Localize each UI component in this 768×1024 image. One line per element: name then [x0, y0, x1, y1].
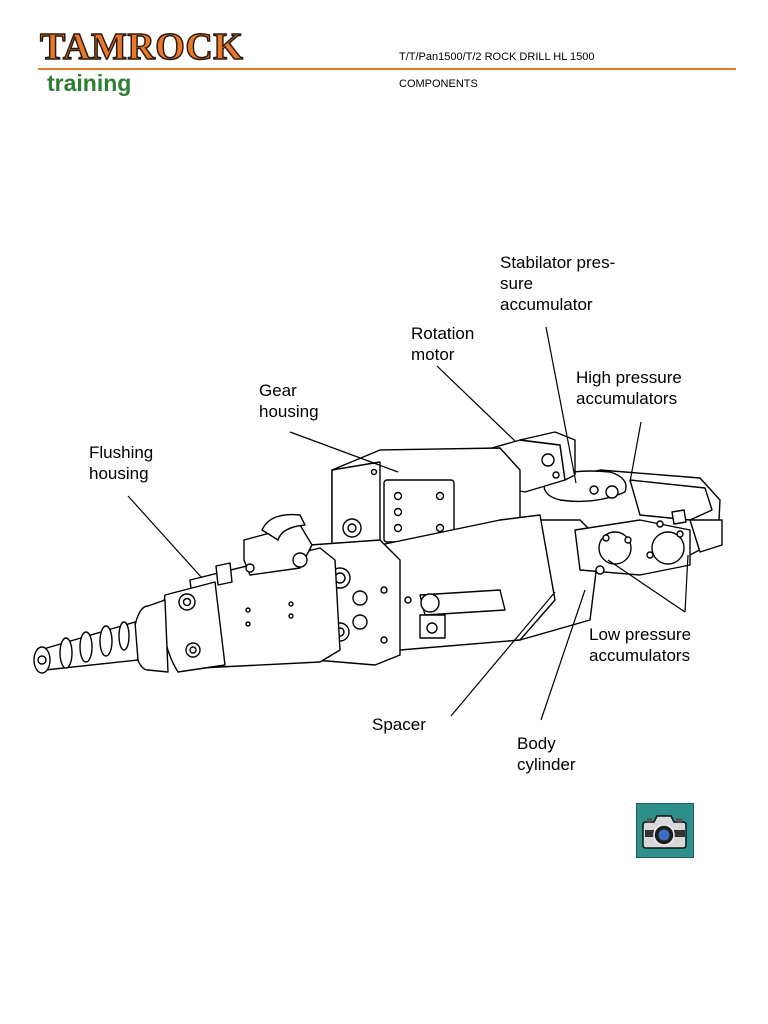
- leader-body-cylinder: [540, 589, 586, 721]
- label-line: motor: [411, 345, 455, 364]
- label-spacer: Spacer: [372, 714, 426, 735]
- flushing-housing: [162, 513, 341, 673]
- leader-high-pressure: [629, 421, 642, 483]
- label-flushing-housing: Flushing housing: [89, 442, 153, 484]
- label-line: accumulators: [589, 646, 691, 665]
- leader-stabilator: [545, 326, 577, 484]
- label-line: sure: [500, 274, 534, 293]
- label-rotation-motor: Rotation motor: [411, 323, 474, 365]
- label-line: Low pressure: [589, 625, 692, 644]
- label-line: Flushing: [89, 443, 154, 462]
- label-line: Rotation: [411, 324, 475, 343]
- document-code: T/T/Pan1500/T/2 ROCK DRILL HL 1500: [399, 51, 595, 63]
- shank-adapter: [33, 599, 169, 674]
- leader-low-pressure-1: [607, 559, 686, 613]
- label-line: housing: [89, 464, 149, 483]
- camera-icon: [642, 815, 687, 849]
- label-line: Stabilator pres-: [500, 253, 616, 272]
- brand-logo: TAMROCK: [39, 26, 244, 68]
- label-low-pressure-accumulators: Low pressure accumulators: [589, 624, 691, 666]
- camera-button[interactable]: [636, 803, 694, 858]
- label-body-cylinder: Body cylinder: [517, 733, 576, 775]
- label-line: accumulator: [500, 295, 593, 314]
- leader-flushing-housing: [127, 495, 203, 579]
- label-line: housing: [259, 402, 319, 421]
- label-gear-housing: Gear housing: [259, 380, 319, 422]
- label-stabilator-accumulator: Stabilator pres- sure accumulator: [500, 252, 615, 315]
- leader-spacer: [450, 591, 556, 717]
- section-title: COMPONENTS: [399, 78, 478, 90]
- leader-gear-housing: [289, 431, 399, 473]
- label-high-pressure-accumulators: High pressure accumulators: [576, 367, 682, 409]
- leader-low-pressure-2: [684, 554, 689, 613]
- leader-rotation-motor: [436, 365, 516, 442]
- label-line: accumulators: [576, 389, 678, 408]
- header-rule: [38, 68, 736, 70]
- label-line: cylinder: [517, 755, 576, 774]
- label-line: High pressure: [576, 368, 682, 387]
- label-line: Spacer: [372, 715, 426, 734]
- training-subtitle: training: [47, 70, 132, 96]
- label-line: Gear: [259, 381, 297, 400]
- label-line: Body: [517, 734, 556, 753]
